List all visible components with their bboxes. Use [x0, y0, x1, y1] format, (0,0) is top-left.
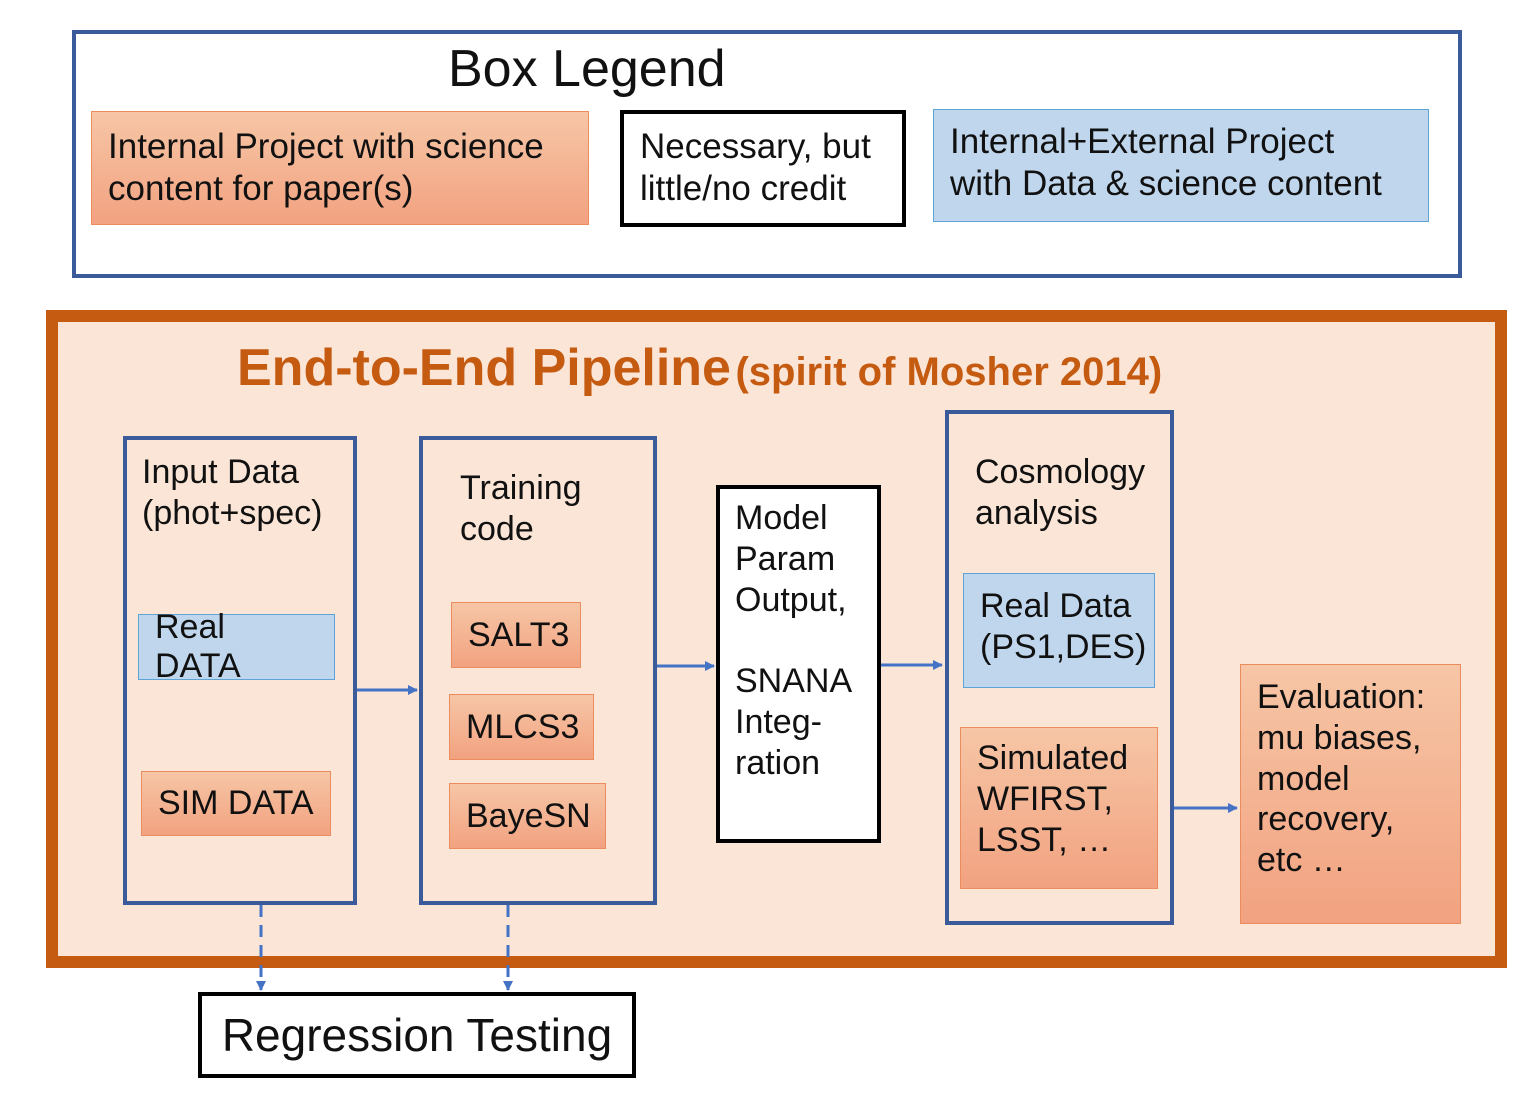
- cosmology-label: Cosmology analysis: [975, 453, 1146, 532]
- model-param-label: Model Param Output, SNANA Integ- ration: [735, 499, 853, 782]
- cosmology-real-data-box: Real Data (PS1,DES): [963, 573, 1155, 688]
- bayesn-box: BayeSN: [449, 783, 606, 849]
- regression-testing-box: Regression Testing: [198, 992, 636, 1078]
- legend-internal-external-project: Internal+External Project with Data & sc…: [933, 109, 1429, 222]
- real-data-box: Real DATA: [138, 608, 335, 685]
- evaluation-box: Evaluation: mu biases, model recovery, e…: [1240, 664, 1461, 924]
- cosmology-simulated-box: Simulated WFIRST, LSST, …: [960, 727, 1158, 889]
- stage-model-param-output: [716, 485, 881, 843]
- stage-training-code: [419, 436, 657, 905]
- sim-data-box: SIM DATA: [141, 771, 331, 836]
- pipeline-title-sub: (spirit of Mosher 2014): [735, 350, 1163, 394]
- salt3-box: SALT3: [451, 602, 581, 668]
- stage-input-data: [123, 436, 357, 905]
- legend-necessary: Necessary, but little/no credit: [620, 110, 906, 227]
- legend-internal-project: Internal Project with science content fo…: [91, 111, 589, 225]
- training-code-label: Training code: [460, 469, 582, 548]
- legend-title: Box Legend: [448, 40, 726, 98]
- pipeline-title-main: End-to-End Pipeline: [237, 339, 731, 397]
- pipeline-title: End-to-End Pipeline (spirit of Mosher 20…: [237, 338, 1162, 398]
- mlcs3-box: MLCS3: [449, 694, 594, 760]
- input-data-label: Input Data (phot+spec): [142, 453, 323, 532]
- stage-cosmology-analysis: [945, 410, 1174, 925]
